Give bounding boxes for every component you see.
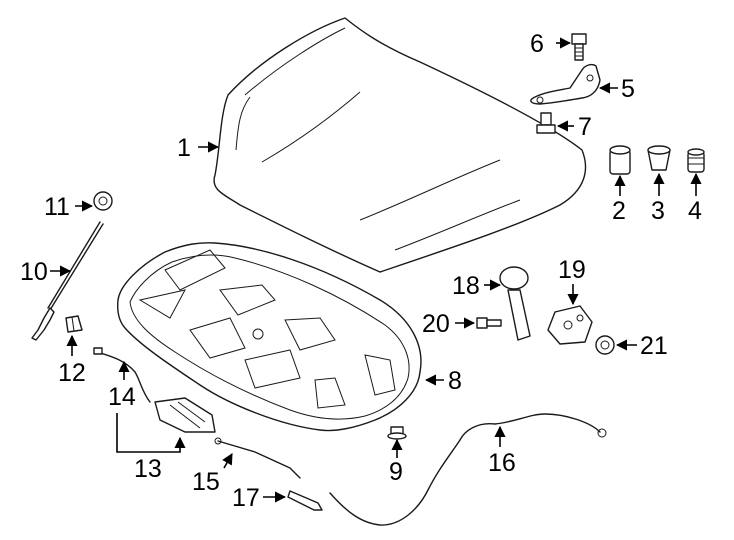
callout-13: 13	[134, 455, 162, 483]
hood-support-rod[interactable]	[31, 221, 104, 341]
callout-1: 1	[177, 134, 191, 162]
hood-bumper-2[interactable]	[609, 145, 631, 175]
callout-6: 6	[530, 30, 544, 58]
callout-11: 11	[44, 193, 70, 221]
release-handle[interactable]	[287, 490, 323, 511]
hinge-nut[interactable]	[536, 112, 556, 134]
leader-lines	[50, 37, 702, 503]
hood-bumper-3[interactable]	[647, 145, 671, 171]
callout-19: 19	[558, 256, 586, 284]
hood-latch[interactable]	[154, 397, 216, 433]
callout-7: 7	[578, 113, 592, 141]
hinge-bolt[interactable]	[571, 33, 587, 61]
release-cable[interactable]	[214, 437, 301, 479]
lock-nut[interactable]	[595, 335, 615, 355]
callout-18: 18	[452, 272, 480, 300]
long-release-cable[interactable]	[329, 413, 607, 526]
callout-14: 14	[108, 383, 136, 411]
callout-3: 3	[651, 197, 665, 225]
callout-9: 9	[389, 458, 403, 486]
hood-bumper-4[interactable]	[687, 148, 705, 173]
hood-striker[interactable]	[499, 266, 531, 341]
callout-labels: 1 2 3 4 5 6 7 8 9 10 11 12 13 14 15 16 1…	[20, 30, 702, 512]
callout-15: 15	[192, 468, 220, 496]
hood-lock[interactable]	[547, 305, 593, 345]
callout-16: 16	[488, 449, 516, 477]
rod-grommet[interactable]	[93, 191, 113, 211]
callout-20: 20	[422, 310, 450, 338]
callout-12: 12	[58, 359, 86, 387]
release-cable-short[interactable]	[93, 347, 151, 403]
hood-insulator[interactable]	[116, 242, 422, 432]
striker-bolt[interactable]	[476, 317, 502, 329]
hood-panel[interactable]	[213, 17, 587, 273]
callout-4: 4	[688, 197, 702, 225]
rod-clip[interactable]	[65, 315, 83, 333]
callout-8: 8	[448, 367, 462, 395]
callout-10: 10	[20, 258, 48, 286]
hood-hinge[interactable]	[530, 63, 601, 105]
callout-17: 17	[232, 484, 260, 512]
callout-5: 5	[621, 75, 635, 103]
insulator-clip[interactable]	[387, 426, 407, 440]
callout-21: 21	[640, 332, 668, 360]
callout-2: 2	[612, 197, 626, 225]
